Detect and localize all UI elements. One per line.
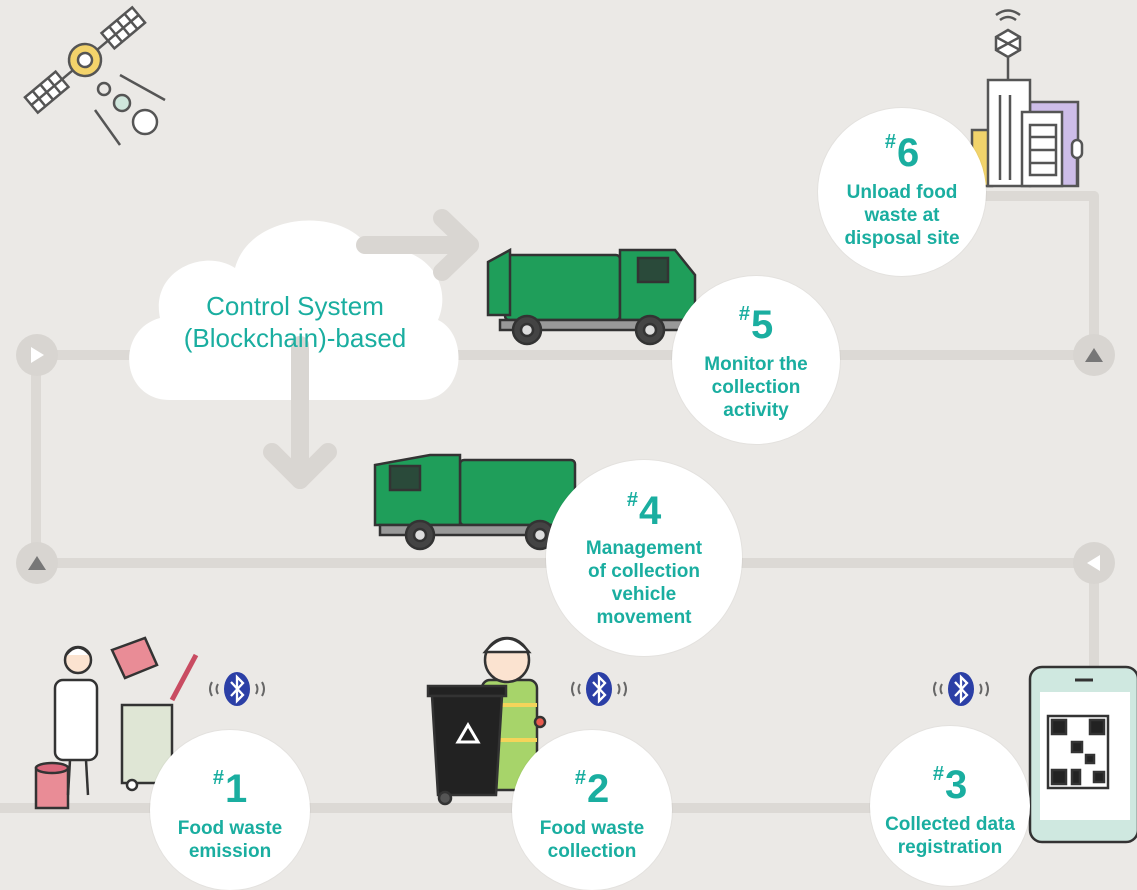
step-5: #5 Monitor the collection activity xyxy=(672,276,840,444)
step-4-label-line1: Management xyxy=(585,538,703,559)
triangle-up-icon xyxy=(28,556,46,570)
triangle-left-icon xyxy=(1087,555,1100,571)
step-5-label-line1: Monitor the xyxy=(704,354,808,375)
step-6-number: #6 xyxy=(884,131,920,175)
step-3-label-line2: registration xyxy=(897,837,1003,858)
chef-icon xyxy=(34,636,199,810)
step-6: #6 Unload food waste at disposal site xyxy=(818,108,986,276)
step-6-label-line1: Unload food xyxy=(846,182,958,203)
step-5-label-line3: activity xyxy=(723,400,789,421)
truck-icon xyxy=(486,247,697,346)
direction-node-up xyxy=(16,542,58,584)
step-4-label-line4: movement xyxy=(596,607,692,628)
satellite-icon xyxy=(23,5,147,115)
direction-node-up xyxy=(1073,334,1115,376)
step-2-number: #2 xyxy=(574,767,610,811)
cloud-icon xyxy=(129,220,459,400)
step-3: #3 Collected data registration xyxy=(870,726,1030,886)
step-1-number: #1 xyxy=(212,767,248,811)
phone-qr-icon xyxy=(1028,665,1137,844)
bluetooth-icon xyxy=(928,670,994,713)
step-6-label-line2: waste at xyxy=(864,205,940,226)
step-4: #4 Management of collection vehicle move… xyxy=(546,460,742,656)
direction-node-right xyxy=(16,334,58,376)
cloud-label-line1: Control System xyxy=(206,291,384,321)
step-2-label-line2: collection xyxy=(547,841,637,862)
step-5-label-line2: collection xyxy=(711,377,801,398)
step-3-label-line1: Collected data xyxy=(885,814,1015,835)
step-1: #1 Food waste emission xyxy=(150,730,310,890)
flow-arrows xyxy=(263,209,479,489)
step-1-label-line2: emission xyxy=(188,841,272,862)
building-icon xyxy=(970,9,1084,188)
cloud-label-line2: (Blockchain)-based xyxy=(183,323,407,353)
step-2-label-line1: Food waste xyxy=(539,818,645,839)
step-6-label-line3: disposal site xyxy=(844,228,960,249)
recycle-bin-icon xyxy=(426,684,508,806)
step-4-label-line2: of collection xyxy=(588,561,700,582)
step-1-label-line1: Food waste xyxy=(177,818,283,839)
step-5-number: #5 xyxy=(738,303,774,347)
control-system-label: Control System (Blockchain)-based xyxy=(150,290,440,354)
signal-circles xyxy=(93,73,166,146)
step-4-label-line3: vehicle xyxy=(611,584,677,605)
truck-icon xyxy=(373,453,577,551)
bluetooth-icon xyxy=(204,670,270,713)
triangle-up-icon xyxy=(1085,348,1103,362)
step-2: #2 Food waste collection xyxy=(512,730,672,890)
direction-node-left xyxy=(1073,542,1115,584)
step-4-number: #4 xyxy=(626,489,662,533)
play-icon xyxy=(31,347,44,363)
bluetooth-icon xyxy=(566,670,632,713)
step-3-number: #3 xyxy=(932,763,968,807)
